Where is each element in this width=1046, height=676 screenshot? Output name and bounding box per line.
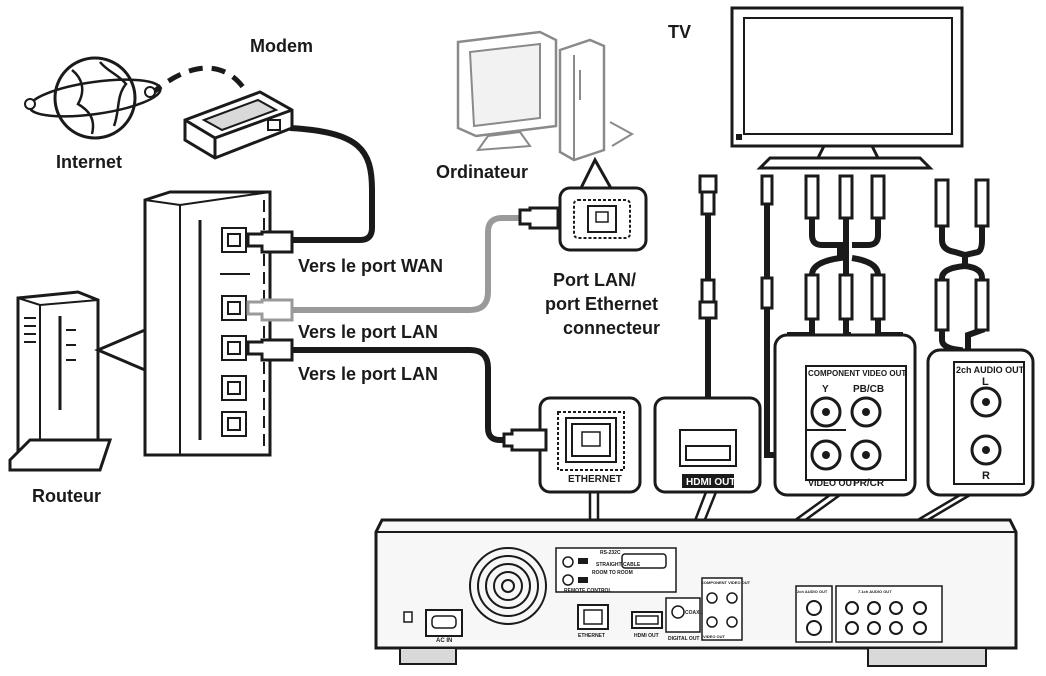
- router-label: Routeur: [32, 486, 101, 506]
- ac-in-label: AC IN: [436, 638, 452, 644]
- internet-label: Internet: [56, 152, 122, 172]
- wan-plug-icon: [246, 230, 294, 254]
- player-video-out-label: VIDEO OUT: [703, 634, 726, 639]
- audio-zoom-panel: [926, 348, 1035, 497]
- computer-lan-port-panel: [558, 186, 648, 252]
- internet-modem-link: [148, 65, 248, 97]
- ethernet-plug-icon: [502, 428, 548, 452]
- port-lan-label-line1: Port LAN/: [553, 270, 636, 290]
- component-zoom-panel: [773, 333, 917, 497]
- lan-cable-player: [290, 347, 520, 443]
- component-title-label: COMPONENT VIDEO OUT: [808, 369, 906, 378]
- player-71ch-audio-label: 7.1ch AUDIO OUT: [858, 589, 892, 594]
- remote-control-block: [555, 547, 677, 593]
- computer-label: Ordinateur: [436, 162, 528, 182]
- ethernet-panel-label: ETHERNET: [568, 474, 622, 485]
- player-hdmi-port: [631, 611, 663, 629]
- lan-plug-player-icon: [246, 338, 294, 362]
- computer-lan-plug-icon: [518, 206, 560, 230]
- computer-port-callout: [578, 156, 614, 191]
- component-y-label: Y: [822, 384, 829, 395]
- rca-plugs-icon: [760, 174, 990, 332]
- audio-title-label: 2ch AUDIO OUT: [956, 365, 1025, 375]
- lan-plug-computer-icon: [246, 298, 294, 322]
- straight-cable-label: STRAIGHT CABLE: [596, 562, 641, 568]
- computer-icon: [456, 30, 635, 162]
- player-coaxial-port: [665, 597, 701, 633]
- player-hdmi-label: HDMI OUT: [634, 633, 659, 639]
- globe-icon: [24, 56, 162, 140]
- audio-l-label: L: [982, 376, 989, 388]
- ac-in-socket: [403, 609, 463, 637]
- to-wan-label: Vers le port WAN: [298, 256, 443, 276]
- tv-icon: [730, 6, 964, 170]
- hdmi-plug-bottom-icon: [698, 278, 718, 320]
- player-component-label: COMPONENT VIDEO OUT: [701, 580, 751, 585]
- tv-label: TV: [668, 22, 691, 42]
- video-out-label: VIDEO OUT: [808, 478, 858, 488]
- fan-grill-icon: [469, 547, 547, 625]
- modem-label: Modem: [250, 36, 313, 56]
- to-lan-label-1: Vers le port LAN: [298, 322, 438, 342]
- component-pb-label: PB/CB: [853, 384, 884, 395]
- player-digital-out-label: DIGITAL OUT: [668, 636, 699, 642]
- player-2ch-audio-block: [795, 585, 833, 643]
- hdmi-panel-label: HDMI OUT: [686, 477, 735, 488]
- rs232c-label: RS-232C: [600, 550, 621, 556]
- router-tower-icon: [8, 290, 113, 472]
- to-lan-label-2: Vers le port LAN: [298, 364, 438, 384]
- player-coaxial-label: COAXIAL: [685, 610, 708, 616]
- lan-cable-computer: [290, 215, 520, 313]
- port-lan-label-line2: port Ethernet: [545, 294, 658, 314]
- player-71ch-audio-block: [835, 585, 943, 643]
- hdmi-zoom-panel: [653, 396, 762, 494]
- port-lan-label-line3: connecteur: [563, 318, 660, 338]
- remote-control-label: REMOTE CONTROL: [564, 588, 612, 594]
- component-pr-label: PR/CR: [853, 478, 885, 489]
- player-ethernet-label: ETHERNET: [578, 633, 605, 639]
- router-port-panel: [143, 190, 272, 457]
- player-2ch-audio-label: 2ch AUDIO OUT: [797, 589, 828, 594]
- player-component-block: [701, 577, 743, 641]
- wan-cable: [289, 125, 375, 243]
- player-ethernet-port: [577, 604, 609, 630]
- audio-r-label: R: [982, 470, 990, 482]
- room-to-room-label: ROOM TO ROOM: [592, 570, 633, 576]
- hdmi-plug-top-icon: [698, 174, 718, 216]
- modem-icon: [183, 90, 294, 160]
- router-zoom-callout: [94, 327, 147, 373]
